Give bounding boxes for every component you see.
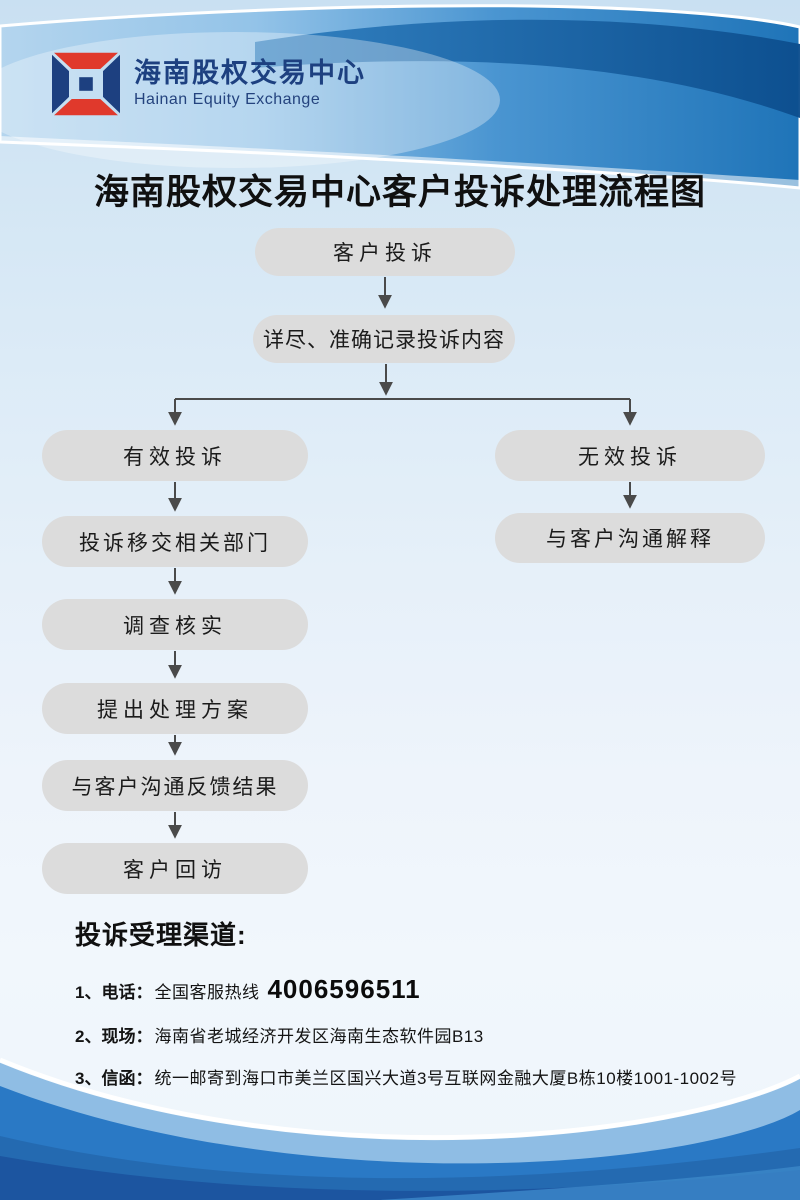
channel-label: 1、电话： <box>75 983 153 1002</box>
flow-node-investigate-verify: 调查核实 <box>42 599 308 650</box>
flow-node-record-complaint: 详尽、准确记录投诉内容 <box>253 315 515 363</box>
logo-text: 海南股权交易中心 Hainan Equity Exchange <box>134 58 366 109</box>
channel-text: 统一邮寄到海口市美兰区国兴大道3号互联网金融大厦B栋10楼1001-1002号 <box>154 1069 737 1088</box>
flow-node-communicate-explain: 与客户沟通解释 <box>495 513 765 563</box>
channel-text: 全国客服热线 <box>154 983 260 1002</box>
logo-name-en: Hainan Equity Exchange <box>134 90 321 108</box>
logo: 海南股权交易中心 Hainan Equity Exchange <box>52 52 366 116</box>
logo-name-cn: 海南股权交易中心 <box>134 58 366 89</box>
flow-node-valid-complaint: 有效投诉 <box>42 430 308 481</box>
flow-node-propose-solution: 提出处理方案 <box>42 683 308 734</box>
channel-label: 3、信函： <box>75 1069 153 1088</box>
flow-node-invalid-complaint: 无效投诉 <box>495 430 765 481</box>
header-wave <box>0 4 800 190</box>
flow-node-customer-revisit: 客户回访 <box>42 843 308 894</box>
channel-item-onsite: 2、现场： 海南省老城经济开发区海南生态软件园B13 <box>75 1022 755 1047</box>
channel-label: 2、现场： <box>75 1027 153 1046</box>
phone-number: 4006596511 <box>267 974 421 1004</box>
logo-mark-icon <box>52 52 120 116</box>
channel-item-mail: 3、信函： 统一邮寄到海口市美兰区国兴大道3号互联网金融大厦B栋10楼1001-… <box>75 1064 755 1089</box>
channel-item-phone: 1、电话： 全国客服热线 4006596511 <box>75 974 755 1005</box>
flow-node-transfer-department: 投诉移交相关部门 <box>42 516 308 567</box>
channel-text: 海南省老城经济开发区海南生态软件园B13 <box>154 1027 484 1046</box>
channels-section: 投诉受理渠道: 1、电话： 全国客服热线 4006596511 2、现场： 海南… <box>75 915 755 1106</box>
footer-wave <box>0 1057 800 1200</box>
flow-node-feedback-result: 与客户沟通反馈结果 <box>42 760 308 811</box>
flow-node-customer-complaint: 客户投诉 <box>255 228 515 276</box>
page-title: 海南股权交易中心客户投诉处理流程图 <box>93 173 706 212</box>
channels-heading: 投诉受理渠道: <box>75 920 247 950</box>
